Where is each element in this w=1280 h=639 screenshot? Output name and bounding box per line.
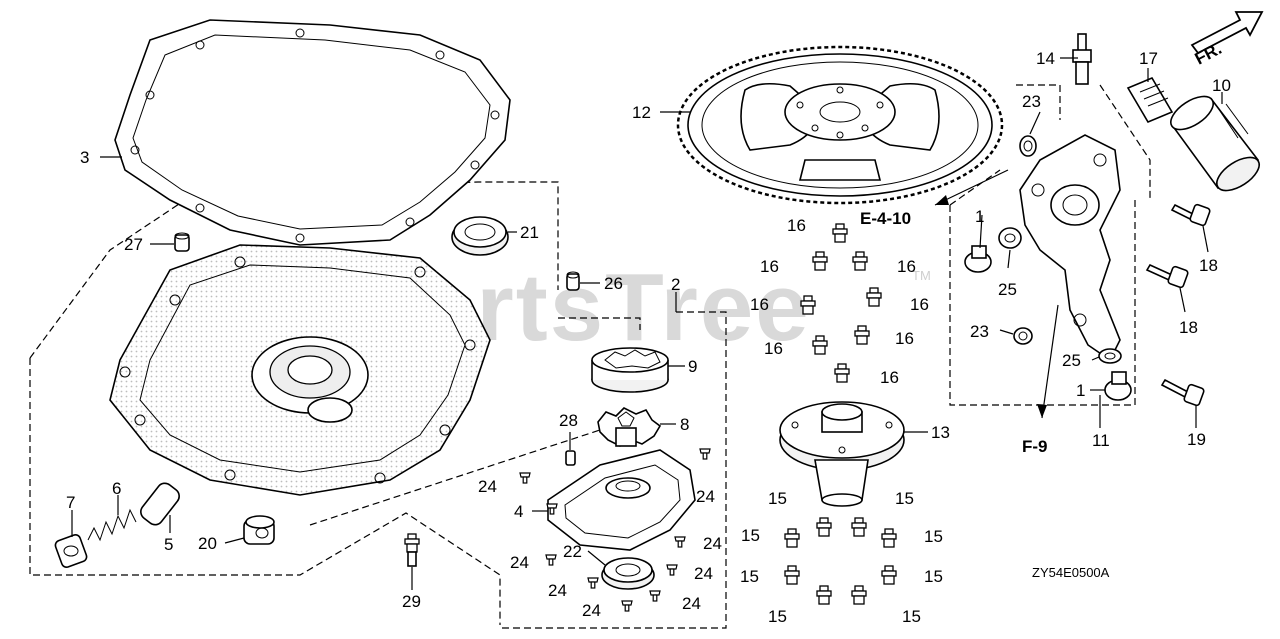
reference-e-4-10[interactable]: E-4-10 [860,209,911,228]
callout-11[interactable]: 11 [1092,431,1110,450]
callout-15[interactable]: 15 [895,489,914,508]
bolt-part-19[interactable] [1160,378,1205,407]
leader-lines [71,57,1223,590]
callout-22[interactable]: 22 [563,542,582,561]
callout-15[interactable]: 15 [768,489,787,508]
callout-24[interactable]: 24 [510,553,529,572]
dowel-pin-part-26[interactable] [566,271,580,291]
bolt-part-29[interactable] [404,533,420,567]
callout-15[interactable]: 15 [741,526,760,545]
oil-seal-part-21[interactable] [451,216,509,256]
callout-26[interactable]: 26 [604,274,623,293]
callout-9[interactable]: 9 [688,357,697,376]
flywheel-housing[interactable] [109,244,491,496]
callout-15[interactable]: 15 [768,607,787,626]
callout-16[interactable]: 16 [760,257,779,276]
callout-1[interactable]: 1 [1076,381,1085,400]
callout-1[interactable]: 1 [975,207,984,226]
callout-19[interactable]: 19 [1187,430,1206,449]
callout-labels: 3 27 21 26 2 9 8 28 4 22 7 6 5 20 29 24 … [66,49,1231,626]
callout-15[interactable]: 15 [924,567,943,586]
callout-18[interactable]: 18 [1179,318,1198,337]
callout-21[interactable]: 21 [520,223,539,242]
callout-20[interactable]: 20 [198,534,217,553]
relief-valve-part-5[interactable] [138,480,183,528]
callout-28[interactable]: 28 [559,411,578,430]
callout-5[interactable]: 5 [164,535,173,554]
callout-14[interactable]: 14 [1036,49,1055,68]
callout-18[interactable]: 18 [1199,256,1218,275]
callout-16[interactable]: 16 [910,295,929,314]
callout-12[interactable]: 12 [632,103,651,122]
dowel-part-28[interactable] [565,450,576,466]
callout-24[interactable]: 24 [582,601,601,620]
bolt-part-15[interactable] [784,517,897,605]
callout-25[interactable]: 25 [1062,351,1081,370]
callout-13[interactable]: 13 [931,423,950,442]
bolt-part-18[interactable] [1145,203,1211,289]
o-ring-part-23[interactable] [1013,135,1037,345]
assembly-boundaries [29,84,1151,629]
callout-24[interactable]: 24 [548,581,567,600]
dowel-pin-part-27[interactable] [174,232,190,252]
callout-6[interactable]: 6 [112,479,121,498]
callout-15[interactable]: 15 [902,607,921,626]
ring-gear-part-12[interactable] [676,45,1004,205]
callout-23[interactable]: 23 [1022,92,1041,111]
bolt-part-16[interactable] [800,223,882,383]
callout-4[interactable]: 4 [514,502,523,521]
callout-24[interactable]: 24 [696,487,715,506]
callout-16[interactable]: 16 [897,257,916,276]
sensor-part-14[interactable] [1072,33,1092,85]
reference-f-9[interactable]: F-9 [1022,437,1048,456]
callout-24[interactable]: 24 [694,564,713,583]
callout-25[interactable]: 25 [998,280,1017,299]
callout-29[interactable]: 29 [402,592,421,611]
plug-part-1[interactable] [964,245,1132,401]
callout-16[interactable]: 16 [750,295,769,314]
oil-seal-part-22[interactable] [601,557,655,590]
nipple-part-17[interactable] [1126,76,1174,124]
callout-17[interactable]: 17 [1139,49,1158,68]
plug-part-20[interactable] [243,515,275,545]
callout-23[interactable]: 23 [970,322,989,341]
callout-16[interactable]: 16 [895,329,914,348]
front-direction-arrow: FR. [1190,11,1264,69]
watermark-tm: TM [912,268,931,283]
callout-15[interactable]: 15 [924,527,943,546]
callout-27[interactable]: 27 [124,235,143,254]
callout-15[interactable]: 15 [740,567,759,586]
callout-3[interactable]: 3 [80,148,89,167]
relief-spring-part-6[interactable] [87,508,137,542]
callout-7[interactable]: 7 [66,493,75,512]
callout-2[interactable]: 2 [671,275,680,294]
callout-10[interactable]: 10 [1212,76,1231,95]
washer-part-25[interactable] [998,227,1122,364]
filter-base-part-11[interactable] [1019,134,1121,362]
flange-part-13[interactable] [779,401,905,507]
inner-rotor-part-8[interactable] [597,407,662,447]
oil-filter-part-10[interactable] [1165,90,1264,197]
callout-16[interactable]: 16 [787,216,806,235]
relief-plug-part-7[interactable] [54,533,88,568]
diagram-code: ZY54E0500A [1032,565,1110,580]
reference-arrows [934,169,1059,419]
callout-8[interactable]: 8 [680,415,689,434]
callout-24[interactable]: 24 [703,534,722,553]
callout-24[interactable]: 24 [682,594,701,613]
callout-16[interactable]: 16 [880,368,899,387]
gasket-part-3[interactable] [114,19,511,246]
callout-24[interactable]: 24 [478,477,497,496]
pump-cover-part-4[interactable] [547,449,696,551]
callout-16[interactable]: 16 [764,339,783,358]
outer-rotor-part-9[interactable] [591,347,669,393]
